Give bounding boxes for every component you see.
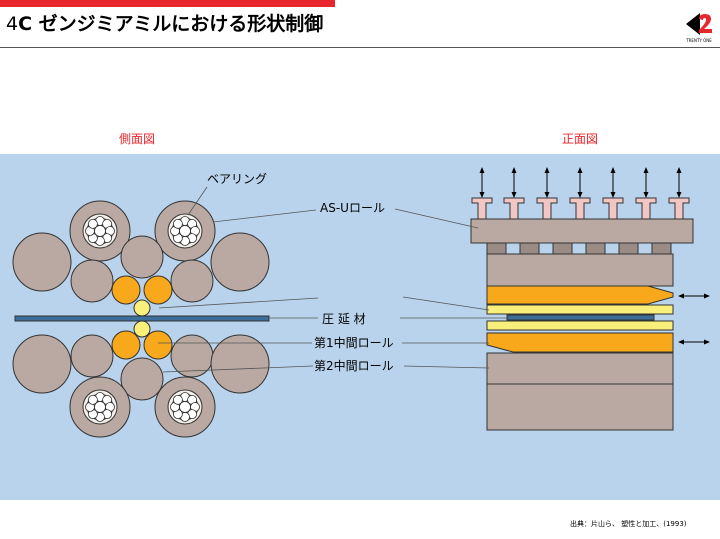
lower-second-intermediate-left [70, 334, 114, 378]
shift-arrow-icon [678, 293, 710, 299]
second-intermediate-roll-label: 第2中間ロール [314, 358, 394, 373]
front-strip [506, 314, 655, 321]
bearing-icon [167, 213, 203, 249]
as-u-roll-beam [470, 218, 694, 244]
front-upper-work-roll [486, 304, 674, 315]
lower-first-intermediate-left [111, 330, 141, 360]
bearing-icon [82, 213, 118, 249]
front-view [470, 166, 694, 431]
as-u-roll-label: AS-Uロール [320, 201, 385, 215]
lower-second-intermediate-center [120, 357, 164, 401]
bearing-label: ベアリング [207, 172, 267, 186]
section-letter: C [18, 13, 33, 35]
source-citation: 出典：片山ら、 塑性と加工、(1993) [570, 520, 687, 528]
upper-second-intermediate-center [120, 235, 164, 279]
upper-outer-roll-left [12, 232, 72, 292]
front-lower-first-intermediate [486, 332, 674, 353]
leader-lines [158, 186, 509, 373]
page-title: 4C ゼンジミアミルにおける形状制御 [6, 9, 323, 36]
lower-outer-roll-right [210, 334, 270, 394]
bearing-icon [167, 389, 203, 425]
first-intermediate-roll-label: 第1中間ロール [314, 335, 394, 350]
side-view [12, 200, 270, 438]
company-logo: TRENTY ONE [684, 11, 714, 43]
upper-first-intermediate-left [111, 275, 141, 305]
rolled-material-label: 圧 延 材 [322, 312, 366, 326]
upper-first-intermediate-right [143, 275, 173, 305]
bearing-icon [82, 389, 118, 425]
logo-text: TRENTY ONE [685, 38, 712, 43]
front-upper-first-intermediate [486, 285, 674, 305]
zendzimir-mill-diagram: 側面図 正面図 [0, 132, 720, 500]
upper-second-intermediate-right [170, 259, 214, 303]
front-view-title: 正面図 [562, 132, 598, 146]
front-upper-second-intermediate [486, 253, 674, 287]
upper-second-intermediate-left [70, 259, 114, 303]
header-accent-bar [0, 0, 335, 7]
shift-arrow-icon [678, 339, 710, 345]
side-view-strip [14, 315, 270, 322]
lower-work-roll [133, 320, 151, 338]
side-view-title: 側面図 [119, 132, 155, 146]
front-lower-second-intermediate [486, 352, 674, 385]
title-text: ゼンジミアミルにおける形状制御 [38, 13, 324, 35]
front-lower-work-roll [486, 320, 674, 331]
header-rule [0, 47, 720, 48]
section-number: 4 [6, 13, 19, 35]
lower-outer-roll-left [12, 334, 72, 394]
upper-outer-roll-right [210, 232, 270, 292]
lower-first-intermediate-right [143, 330, 173, 360]
front-lower-backup [486, 383, 674, 431]
upper-work-roll [133, 299, 151, 317]
